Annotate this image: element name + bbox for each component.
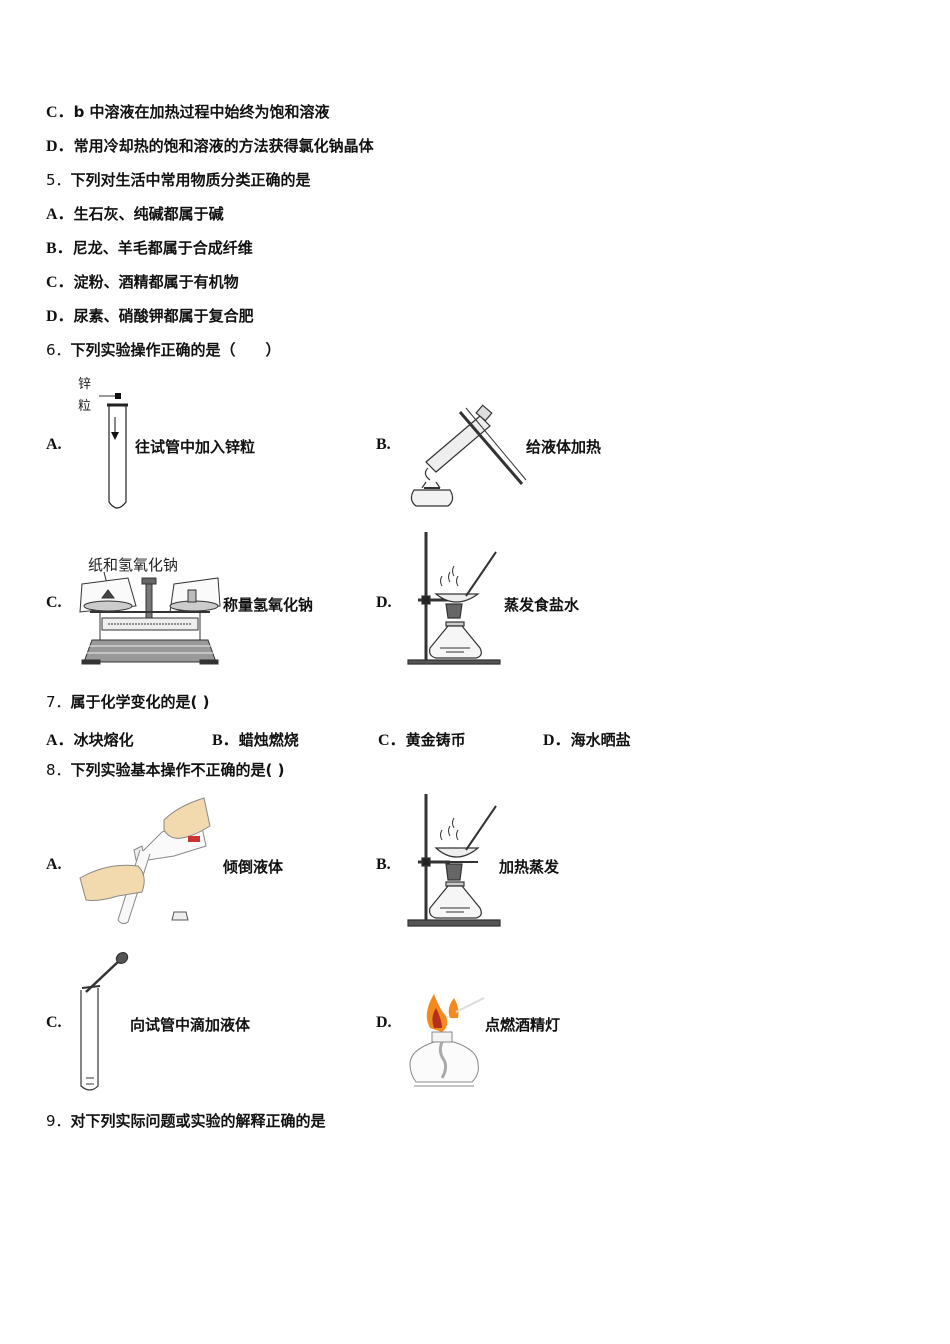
q7-option-d: D．海水晒盐 xyxy=(543,726,631,750)
option-letter: D． xyxy=(46,308,74,325)
q5-stem: 5．下列对生活中常用物质分类正确的是 xyxy=(46,170,311,190)
question-number: 7． xyxy=(46,693,71,711)
q8-option-a-caption: 倾倒液体 xyxy=(223,858,284,876)
question-text: 下列实验基本操作不正确的是( ) xyxy=(70,761,285,779)
option-text: 常用冷却热的饱和溶液的方法获得氯化钠晶体 xyxy=(73,137,374,155)
q5-option-d: D．尿素、硝酸钾都属于复合肥 xyxy=(46,306,254,327)
zinc-label-2: 粒 xyxy=(78,399,91,414)
q6-option-a-caption: 往试管中加入锌粒 xyxy=(135,438,256,456)
q8-option-b-caption: 加热蒸发 xyxy=(499,858,560,876)
option-text: b 中溶液在加热过程中始终为饱和溶液 xyxy=(73,103,330,121)
question-number: 6． xyxy=(46,341,71,359)
q6-option-a-letter: A. xyxy=(46,436,62,453)
option-letter: C． xyxy=(46,104,74,121)
q6-option-b-caption: 给液体加热 xyxy=(526,438,602,456)
q8-option-d-caption: 点燃酒精灯 xyxy=(485,1016,561,1034)
question-number: 9． xyxy=(46,1112,71,1130)
question-number: 8． xyxy=(46,761,71,779)
option-text: 淀粉、酒精都属于有机物 xyxy=(73,273,239,291)
alcohol-lamp-figure xyxy=(409,994,485,1087)
option-letter: D． xyxy=(46,138,74,155)
question-text: 对下列实际问题或实验的解释正确的是 xyxy=(70,1112,326,1130)
q8-option-c-caption: 向试管中滴加液体 xyxy=(130,1016,251,1034)
heating-liquid-figure xyxy=(410,404,527,507)
heating-evaporation-figure xyxy=(407,794,501,927)
q5-option-c: C．淀粉、酒精都属于有机物 xyxy=(46,272,239,293)
option-letter: A． xyxy=(46,206,74,223)
option-letter: C． xyxy=(46,274,74,291)
dropper-figure xyxy=(80,951,129,1091)
q4-option-c: C．b 中溶液在加热过程中始终为饱和溶液 xyxy=(46,102,330,123)
q4-option-d: D．常用冷却热的饱和溶液的方法获得氯化钠晶体 xyxy=(46,136,374,157)
option-text: 尼龙、羊毛都属于合成纤维 xyxy=(72,239,253,257)
option-letter: D． xyxy=(543,732,571,749)
option-letter: A． xyxy=(46,732,74,749)
q8-option-d-letter: D. xyxy=(376,1014,392,1031)
question-number: 5． xyxy=(46,171,71,189)
q5-option-b: B．尼龙、羊毛都属于合成纤维 xyxy=(46,238,253,259)
pouring-liquid-figure xyxy=(79,797,211,925)
q6-option-c-caption: 称量氢氧化钠 xyxy=(223,596,314,614)
q8-option-b-letter: B. xyxy=(376,856,391,873)
q8-option-a-letter: A. xyxy=(46,856,62,873)
option-text: 生石灰、纯碱都属于碱 xyxy=(73,205,224,223)
option-text: 海水晒盐 xyxy=(570,731,631,749)
q9-stem: 9．对下列实际问题或实验的解释正确的是 xyxy=(46,1111,326,1131)
q7-option-c: C．黄金铸币 xyxy=(378,726,466,750)
q7-option-a: A．冰块熔化 xyxy=(46,726,134,750)
option-text: 尿素、硝酸钾都属于复合肥 xyxy=(73,307,254,325)
q7-stem: 7．属于化学变化的是( ) xyxy=(46,692,209,712)
balance-figure: 纸和氢氧化钠 xyxy=(79,556,221,665)
q8-option-c-letter: C. xyxy=(46,1014,62,1031)
q7-option-b: B．蜡烛燃烧 xyxy=(212,726,299,750)
evaporation-figure xyxy=(407,532,501,665)
q6-option-b-letter: B. xyxy=(376,436,391,453)
option-letter: C． xyxy=(378,732,406,749)
option-letter: B． xyxy=(212,732,239,749)
q8-stem: 8．下列实验基本操作不正确的是( ) xyxy=(46,760,284,780)
q6-stem: 6．下列实验操作正确的是（ ） xyxy=(46,340,281,360)
balance-label: 纸和氢氧化钠 xyxy=(88,556,178,574)
option-text: 蜡烛燃烧 xyxy=(238,731,299,749)
option-text: 冰块熔化 xyxy=(73,731,134,749)
zinc-label-1: 锌 xyxy=(78,377,91,392)
q5-option-a: A．生石灰、纯碱都属于碱 xyxy=(46,204,224,225)
question-text: 下列对生活中常用物质分类正确的是 xyxy=(70,171,311,189)
q6-option-d-letter: D. xyxy=(376,594,392,611)
q6-option-c-letter: C. xyxy=(46,594,62,611)
test-tube-zinc-figure: 锌 粒 xyxy=(78,377,128,509)
question-text: 属于化学变化的是( ) xyxy=(70,693,210,711)
q6-option-d-caption: 蒸发食盐水 xyxy=(504,596,580,614)
option-text: 黄金铸币 xyxy=(405,731,466,749)
option-letter: B． xyxy=(46,240,73,257)
question-text: 下列实验操作正确的是（ ） xyxy=(70,341,281,359)
